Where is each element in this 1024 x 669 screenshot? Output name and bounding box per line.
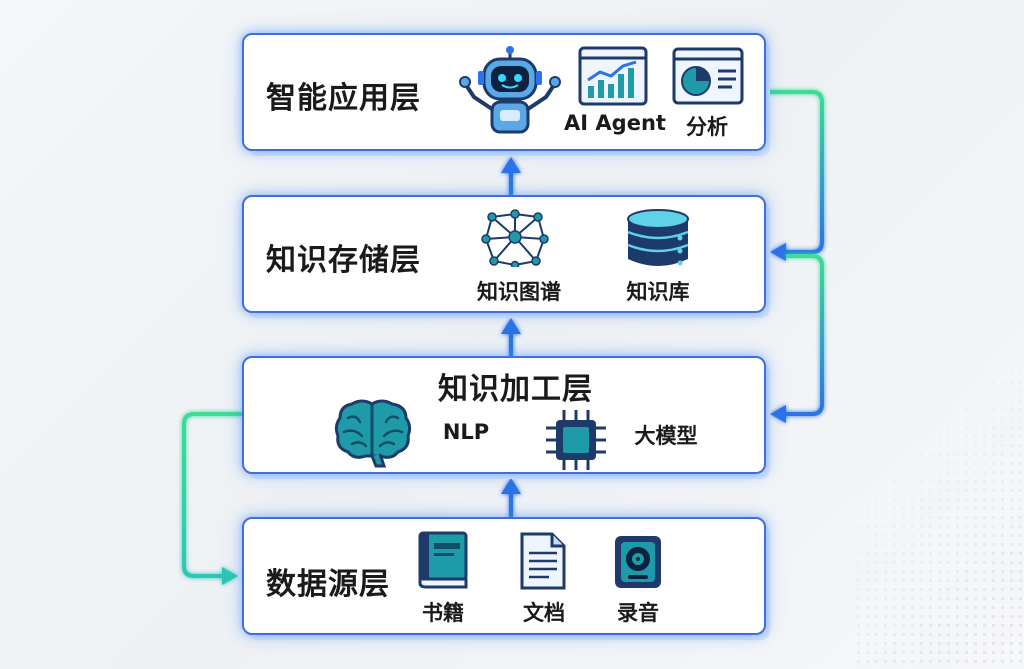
layer-data-source: 数据源层 书籍 文档 录音 [242, 517, 766, 635]
feedback-arrow-app-to-storage [766, 90, 824, 261]
ai-agent-label: AI Agent [564, 111, 666, 135]
knowledge-base-label: 知识库 [626, 280, 690, 304]
nlp-label: NLP [442, 420, 490, 444]
layer-knowledge-storage: 知识存储层 知识图谱 知识库 [242, 195, 766, 313]
dot-pattern-decoration [854, 369, 1024, 669]
audio-label: 录音 [617, 601, 659, 625]
document-label: 文档 [523, 601, 565, 625]
layer-title: 知识加工层 [438, 372, 593, 407]
layer-title: 知识存储层 [266, 243, 421, 278]
pie-chart-icon [672, 47, 744, 105]
layer-title: 智能应用层 [266, 81, 421, 116]
book-icon [418, 531, 468, 589]
brain-icon [334, 399, 412, 468]
layer-title: 数据源层 [266, 567, 390, 602]
up-arrow-storage-to-app [501, 157, 521, 196]
analysis-label: 分析 [686, 115, 728, 139]
book-label: 书籍 [422, 601, 464, 625]
layer-application: 智能应用层 AI Agent 分析 [242, 33, 766, 151]
feedback-arrow-storage-to-processing [770, 254, 824, 423]
knowledge-graph-icon [481, 209, 549, 267]
layer-knowledge-processing: 知识加工层 NLP 大模型 [242, 356, 766, 474]
audio-device-icon [615, 536, 661, 588]
feedback-arrow-processing-to-source [182, 412, 242, 585]
llm-label: 大模型 [634, 424, 698, 448]
robot-icon [459, 46, 561, 134]
line-chart-icon [578, 46, 648, 106]
document-icon [520, 532, 566, 590]
database-icon [627, 209, 689, 266]
chip-icon [546, 410, 606, 470]
up-arrow-processing-to-storage [501, 318, 521, 357]
up-arrow-source-to-processing [501, 478, 521, 518]
knowledge-graph-label: 知识图谱 [477, 280, 561, 304]
